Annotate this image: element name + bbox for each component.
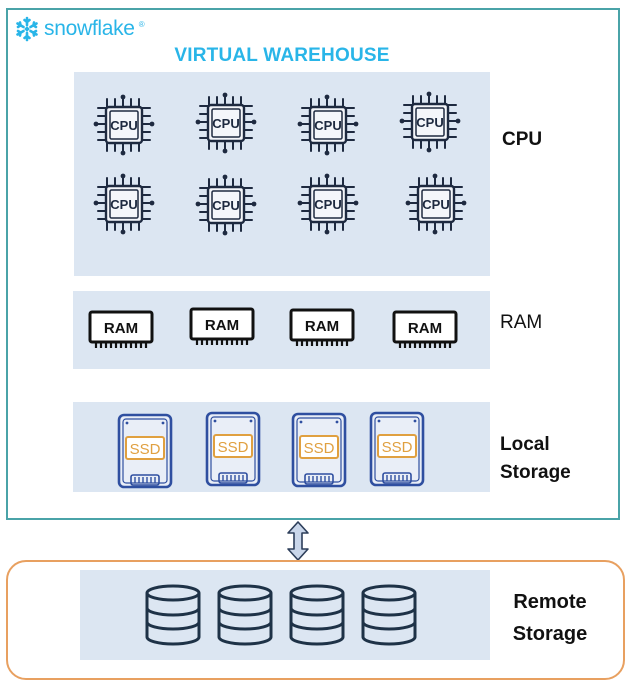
ram-module-icon: RAM [289, 306, 355, 350]
local-storage-label-line2: Storage [500, 462, 571, 483]
cpu-chip-text: CPU [422, 197, 449, 212]
database-icon [288, 584, 346, 646]
brand-name: snowflake [44, 17, 135, 40]
cpu-chip-icon: CPU [92, 93, 156, 157]
ssd-text: SSD [382, 439, 413, 456]
ram-chip-text: RAM [205, 317, 239, 334]
ram-chip-text: RAM [104, 320, 138, 337]
remote-storage-label-line2: Storage [512, 623, 588, 645]
cpu-chip-icon: CPU [194, 91, 258, 155]
ram-chip-text: RAM [408, 320, 442, 337]
cpu-chip-icon: CPU [296, 172, 360, 236]
registered-mark: ® [138, 20, 145, 29]
local-storage-label: Local Storage [500, 431, 571, 487]
cpu-chip-icon: CPU [398, 90, 462, 154]
cpu-chip-text: CPU [314, 197, 341, 212]
ram-module-icon: RAM [88, 308, 154, 352]
cpu-chip-icon: CPU [92, 172, 156, 236]
cpu-chip-icon: CPU [404, 172, 468, 236]
ssd-drive-icon: SSD [205, 411, 261, 487]
ram-module-icon: RAM [392, 308, 458, 352]
cpu-chip-text: CPU [110, 118, 137, 133]
snowflake-icon [16, 16, 38, 42]
ram-module-icon: RAM [189, 305, 255, 349]
cpu-chip-text: CPU [314, 118, 341, 133]
cpu-chip-text: CPU [416, 115, 443, 130]
ram-label: RAM [500, 312, 543, 333]
ram-chip-text: RAM [305, 318, 339, 335]
database-icon [360, 584, 418, 646]
ssd-text: SSD [130, 441, 161, 458]
cpu-chip-text: CPU [212, 198, 239, 213]
ssd-text: SSD [304, 440, 335, 457]
remote-storage-label: Remote Storage [500, 586, 600, 650]
cpu-chip-icon: CPU [194, 173, 258, 237]
remote-storage-frame [6, 560, 625, 680]
database-icon [144, 584, 202, 646]
ssd-drive-icon: SSD [369, 411, 425, 487]
remote-storage-label-line1: Remote [513, 591, 587, 613]
ssd-drive-icon: SSD [117, 413, 173, 489]
database-icon [216, 584, 274, 646]
snowflake-logo: snowflake ® [14, 14, 145, 44]
ssd-drive-icon: SSD [291, 412, 347, 488]
cpu-chip-icon: CPU [296, 93, 360, 157]
cpu-label: CPU [502, 129, 543, 150]
local-storage-label-line1: Local [500, 434, 550, 455]
virtual-warehouse-title: VIRTUAL WAREHOUSE [174, 45, 390, 66]
bidirectional-arrow-icon [287, 521, 309, 561]
remote-storage-panel [80, 570, 490, 660]
ssd-text: SSD [218, 439, 249, 456]
virtual-warehouse-frame [6, 8, 620, 520]
cpu-chip-text: CPU [110, 197, 137, 212]
cpu-chip-text: CPU [212, 116, 239, 131]
